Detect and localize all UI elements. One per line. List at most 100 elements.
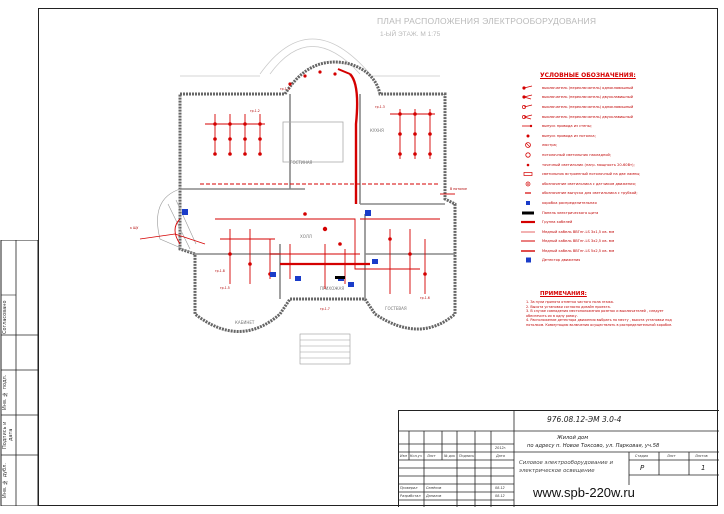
- legend-symbol-icon: [526, 134, 530, 138]
- callout-group-3: гр.1.3: [375, 105, 385, 109]
- room-label-living: ГОСТИНАЯ: [290, 160, 313, 165]
- checked-name: Семёнов: [426, 486, 442, 490]
- sheet-count: 1: [701, 464, 706, 472]
- stage-value: Р: [640, 464, 645, 472]
- callout-group-8: гр.1.8: [215, 269, 225, 273]
- legend-item: обозначение светильника с датчиком движе…: [520, 179, 700, 189]
- plan-subtitle: 1-ЫЙ ЭТАЖ. М 1:75: [380, 31, 441, 38]
- legend-item: люстра;: [520, 141, 700, 151]
- legend-title: УСЛОВНЫЕ ОБОЗНАЧЕНИЯ:: [540, 72, 636, 79]
- legend-symbol-icon: [521, 240, 535, 242]
- legend-item-label: потолочный светильник накладной;: [542, 152, 612, 157]
- outer-walls: [178, 60, 457, 333]
- title-block: 976.08.12-ЭМ 3.0-4 Жилой дом по адресу п…: [398, 410, 719, 507]
- legend-symbol-icon: [525, 142, 531, 149]
- legend-item: выключатель (переключатель) одноклавишны…: [520, 83, 700, 93]
- legend-item-label: выключатель (переключатель) одноклавишны…: [542, 104, 634, 109]
- hdr-rev: Изм: [400, 454, 407, 458]
- note-1: 1. За нули принята отметка чистого пола …: [526, 300, 614, 304]
- legend-item: обозначение выпуска для светильника с тр…: [520, 189, 700, 199]
- legend-item-label: выключатель (переключатель) двухклавишны…: [542, 114, 633, 119]
- legend-item-label: выпуск провода из стены;: [542, 124, 592, 129]
- legend-item: точечный светильник (нагр. мощность 20-6…: [520, 160, 700, 170]
- website-watermark: www.spb-220w.ru: [533, 485, 635, 500]
- fixture-symbols: [213, 70, 432, 276]
- legend-item: Медный кабель ВВГнг-LS 3х1,5 кв. мм: [520, 227, 700, 237]
- legend-symbol-icon: [526, 163, 530, 166]
- legend-item: Группа кабелей: [520, 217, 700, 227]
- legend-symbol-icon: [523, 172, 533, 176]
- legend-symbol-icon: [522, 104, 533, 109]
- title-block-grid: [399, 411, 719, 507]
- legend-item: Детектор движения: [520, 256, 700, 266]
- legend-item-label: Группа кабелей: [542, 220, 573, 225]
- legend-item: выключатель (переключатель) двухклавишны…: [520, 112, 700, 122]
- stage-header: Стадия: [635, 454, 649, 458]
- side-agreed: Согласовано: [2, 300, 8, 334]
- electric-panel: [335, 276, 345, 279]
- legend-item-label: выпуск провода из потолка;: [542, 133, 596, 138]
- legend-symbol-icon: [522, 211, 534, 215]
- legend-symbol-icon: [521, 221, 535, 224]
- hdr-sheet: Лист: [427, 454, 436, 458]
- legend-symbol-icon: [526, 257, 531, 263]
- legend-item-label: выключатель (переключатель) одноклавишны…: [542, 85, 634, 90]
- legend-item: выпуск провода из стены;: [520, 121, 700, 131]
- legend: УСЛОВНЫЕ ОБОЗНАЧЕНИЯ: выключатель (перек…: [520, 72, 700, 265]
- legend-item-label: Детектор движения: [542, 258, 581, 263]
- wiring-network: [139, 68, 455, 294]
- room-label-kitchen: КУХНЯ: [370, 128, 384, 133]
- legend-item-label: обозначение светильника с датчиком движе…: [542, 181, 636, 186]
- upper-floor-outline: [180, 38, 440, 77]
- legend-item-label: точечный светильник (нагр. мощность 20-6…: [542, 162, 635, 167]
- note-2: 2. Высота установки согласно дизайн прое…: [526, 304, 611, 309]
- hdr-qty: Кол.уч: [410, 454, 422, 458]
- note-4-cont: потолком. Коммутацию включения осуществл…: [526, 322, 673, 327]
- developed-label: Разработал: [400, 494, 421, 498]
- legend-item: светильник встроенный потолочный на две …: [520, 169, 700, 179]
- legend-symbol-icon: [525, 152, 531, 158]
- developed-date: 08.12: [495, 494, 505, 498]
- plan-title: ПЛАН РАСПОЛОЖЕНИЯ ЭЛЕКТРООБОРУДОВАНИЯ: [377, 16, 597, 26]
- notes: ПРИМЕЧАНИЯ: 1. За нули принята отметка ч…: [520, 291, 700, 328]
- side-stamp: Согласовано Инв. № подл. Подпись и дата …: [0, 240, 38, 506]
- callout-to-panel: к ЩУ: [130, 226, 138, 230]
- legend-item: Медный кабель ВВГнг-LS 5х2,5 кв. мм: [520, 246, 700, 256]
- checked-label: Проверил: [400, 486, 418, 490]
- callout-group-7: гр.1.7: [320, 307, 330, 311]
- notes-title: ПРИМЕЧАНИЯ:: [540, 291, 587, 297]
- legend-list: выключатель (переключатель) одноклавишны…: [520, 83, 700, 265]
- hdr-sign: Подпись: [459, 454, 475, 458]
- sheet-header: Лист: [667, 454, 676, 458]
- note-3: 3. В случае совпадения местоположения ро…: [526, 309, 664, 314]
- inner-walls: [180, 94, 455, 299]
- legend-item-label: светильник встроенный потолочный на две …: [542, 172, 641, 177]
- drawing-code: 976.08.12-ЭМ 3.0-4: [547, 415, 622, 424]
- entrance-stairs: [157, 188, 351, 365]
- callout-group-2: гр.1.2: [250, 109, 260, 113]
- legend-item-label: коробка распределительная: [542, 200, 597, 205]
- hdr-date: Дата: [496, 454, 505, 458]
- legend-item: выпуск провода из потолка;: [520, 131, 700, 141]
- legend-item: Панель электрического щита: [520, 208, 700, 218]
- room-label-lobby: ПРИХОЖАЯ: [320, 286, 344, 291]
- note-3-cont: обеспечить их в одну рамку.: [526, 313, 578, 318]
- legend-symbol-icon: [522, 114, 533, 119]
- legend-item-label: выключатель (переключатель) двухклавишны…: [542, 95, 633, 100]
- checked-date: 08.12: [495, 486, 505, 490]
- legend-symbol-icon: [525, 192, 531, 194]
- object-address: по адресу п. Новое Токсово, ул. Парковая…: [527, 443, 660, 449]
- legend-symbol-icon: [522, 124, 533, 128]
- callout-group-5: гр.1.5: [220, 286, 230, 290]
- legend-symbol-icon: [526, 200, 530, 205]
- legend-item-label: Панель электрического щита: [542, 210, 599, 215]
- sheets-header: Листов: [695, 454, 708, 458]
- legend-symbol-icon: [525, 181, 531, 187]
- room-label-hall: ХОЛЛ: [300, 234, 312, 239]
- year: 2012г.: [495, 446, 507, 450]
- room-label-study: КАБИНЕТ: [235, 320, 255, 325]
- legend-item-label: люстра;: [542, 143, 558, 148]
- side-sign-date: Подпись и дата: [2, 421, 14, 449]
- side-stamp-frame: [0, 240, 38, 506]
- room-label-guest: ГОСТЕВАЯ: [385, 306, 407, 311]
